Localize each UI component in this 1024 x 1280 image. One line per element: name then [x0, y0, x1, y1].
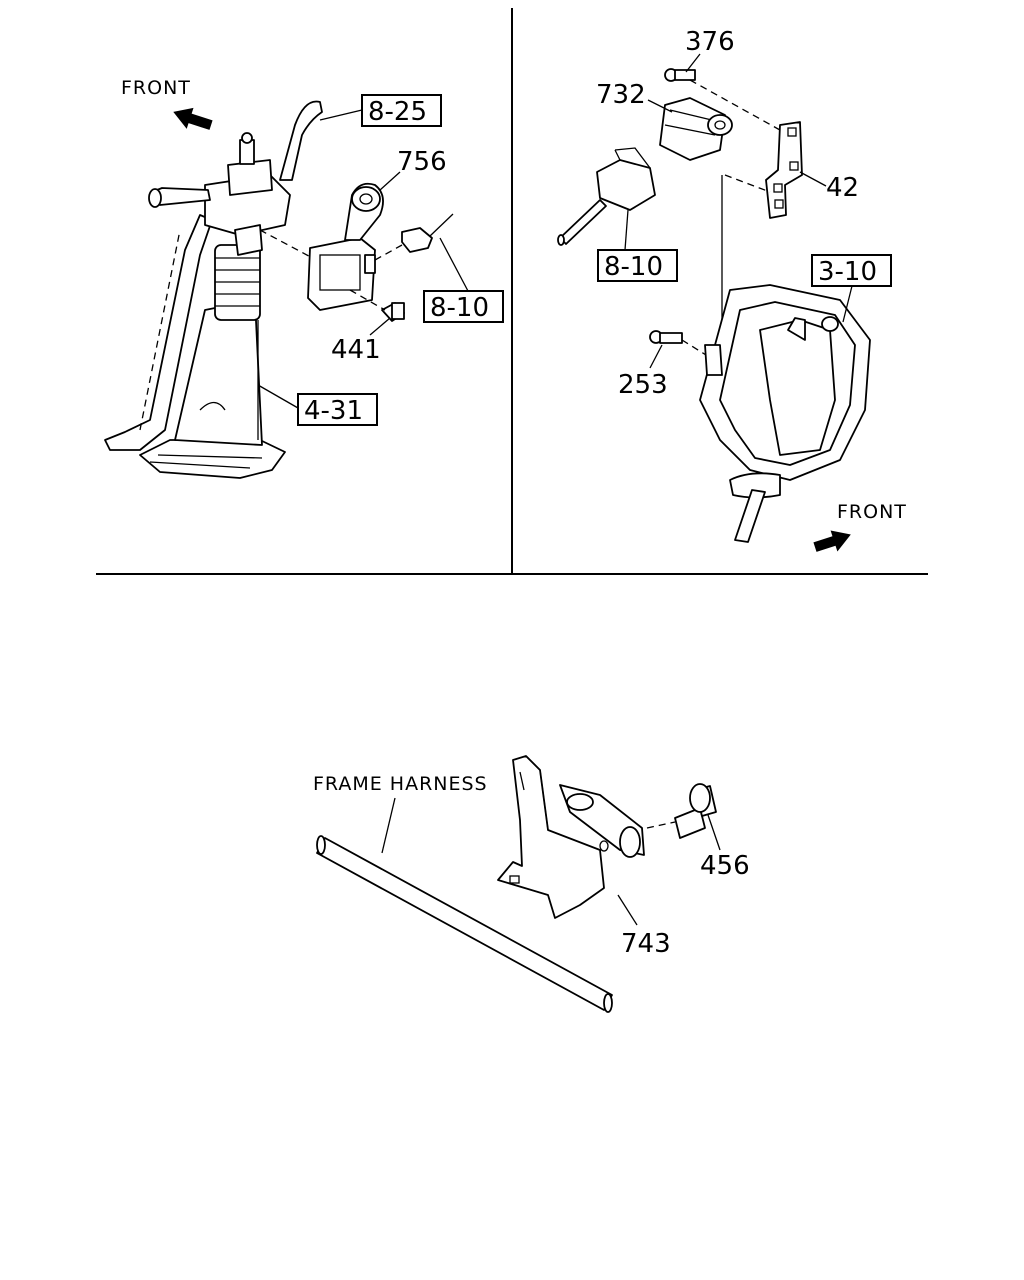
part-number-732: 732 — [596, 80, 646, 110]
steering-column-body — [174, 299, 263, 446]
pedal-assembly — [699, 284, 871, 543]
ref-box-4-31 — [297, 393, 378, 426]
ref-label-8-25: 8-25 — [368, 97, 427, 127]
front-label-right: FRONT — [837, 501, 907, 523]
part-number-756: 756 — [397, 147, 447, 177]
column-bellows — [214, 244, 261, 321]
ref-box-8-10-right — [597, 249, 678, 282]
part-number-456: 456 — [700, 851, 750, 881]
connector-left — [401, 227, 433, 253]
bolt-376 — [664, 68, 696, 82]
ref-label-8-10-left: 8-10 — [430, 293, 489, 323]
left-panel: FRONT — [104, 77, 504, 479]
column-base — [139, 439, 286, 479]
front-label-left: FRONT — [121, 77, 191, 99]
arrow-up-left-icon — [173, 107, 213, 130]
bolt-456 — [674, 783, 717, 839]
ref-label-3-10: 3-10 — [818, 257, 877, 287]
relay-732 — [659, 97, 733, 161]
ref-box-8-10-left — [423, 290, 504, 323]
part-756-sensor — [307, 182, 384, 311]
bolt-253 — [649, 330, 683, 344]
bottom-section: FRAME HARNESS 743 456 — [313, 755, 750, 1013]
ref-label-8-10-right: 8-10 — [604, 252, 663, 282]
arrow-up-right-icon — [813, 530, 851, 552]
bracket-743 — [497, 755, 645, 919]
part-number-376: 376 — [685, 27, 735, 57]
bolt-441 — [349, 289, 405, 322]
ref-label-4-31: 4-31 — [304, 396, 363, 426]
part-number-42: 42 — [826, 173, 859, 203]
part-number-253: 253 — [618, 370, 668, 400]
part-number-743: 743 — [621, 929, 671, 959]
right-panel: 376 732 42 8-1 — [557, 27, 907, 552]
connector-right — [557, 147, 656, 246]
part-number-441: 441 — [331, 335, 381, 365]
combination-switch — [148, 100, 323, 236]
frame-harness-label: FRAME HARNESS — [313, 773, 488, 795]
bracket-42 — [765, 121, 803, 219]
frame-harness-tube — [316, 835, 613, 1013]
